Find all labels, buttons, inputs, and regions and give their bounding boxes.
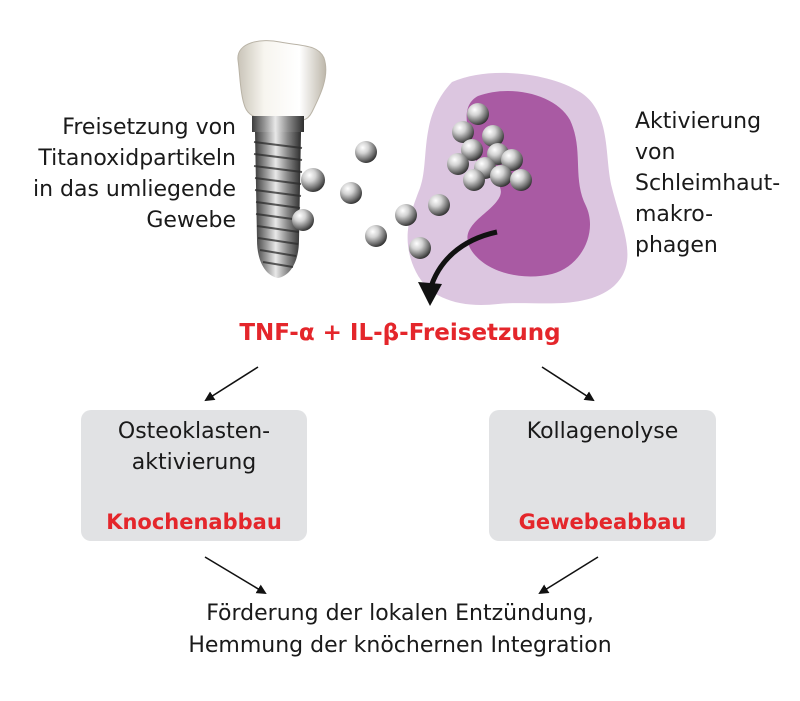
bone-loss-label: Knochenabbau <box>106 510 282 534</box>
dental-implant-icon <box>237 40 327 278</box>
tissue-breakdown-box: Kollagenolyse Gewebeabbau <box>489 410 716 541</box>
implant-caption: Freisetzung von Titanoxidpartikeln in da… <box>32 115 236 233</box>
macrophage-caption: Aktivierung von Schleimhaut- makro- phag… <box>635 109 781 258</box>
cytokine-release-label: TNF-α + IL-β-Freisetzung <box>239 320 561 346</box>
bone-resorption-box: Osteoklasten- aktivierung Knochenabbau <box>81 410 307 541</box>
conclusion-text: Förderung der lokalen Entzündung, Hemmun… <box>188 601 612 658</box>
curved-arrow-icon <box>418 229 498 306</box>
tissue-loss-label: Gewebeabbau <box>518 510 687 534</box>
flow-arrows <box>204 366 599 595</box>
collagenolysis-label: Kollagenolyse <box>526 419 679 444</box>
osteoclast-activation-label: Osteoklasten- aktivierung <box>117 419 271 475</box>
titanium-particle-icon <box>292 103 532 259</box>
